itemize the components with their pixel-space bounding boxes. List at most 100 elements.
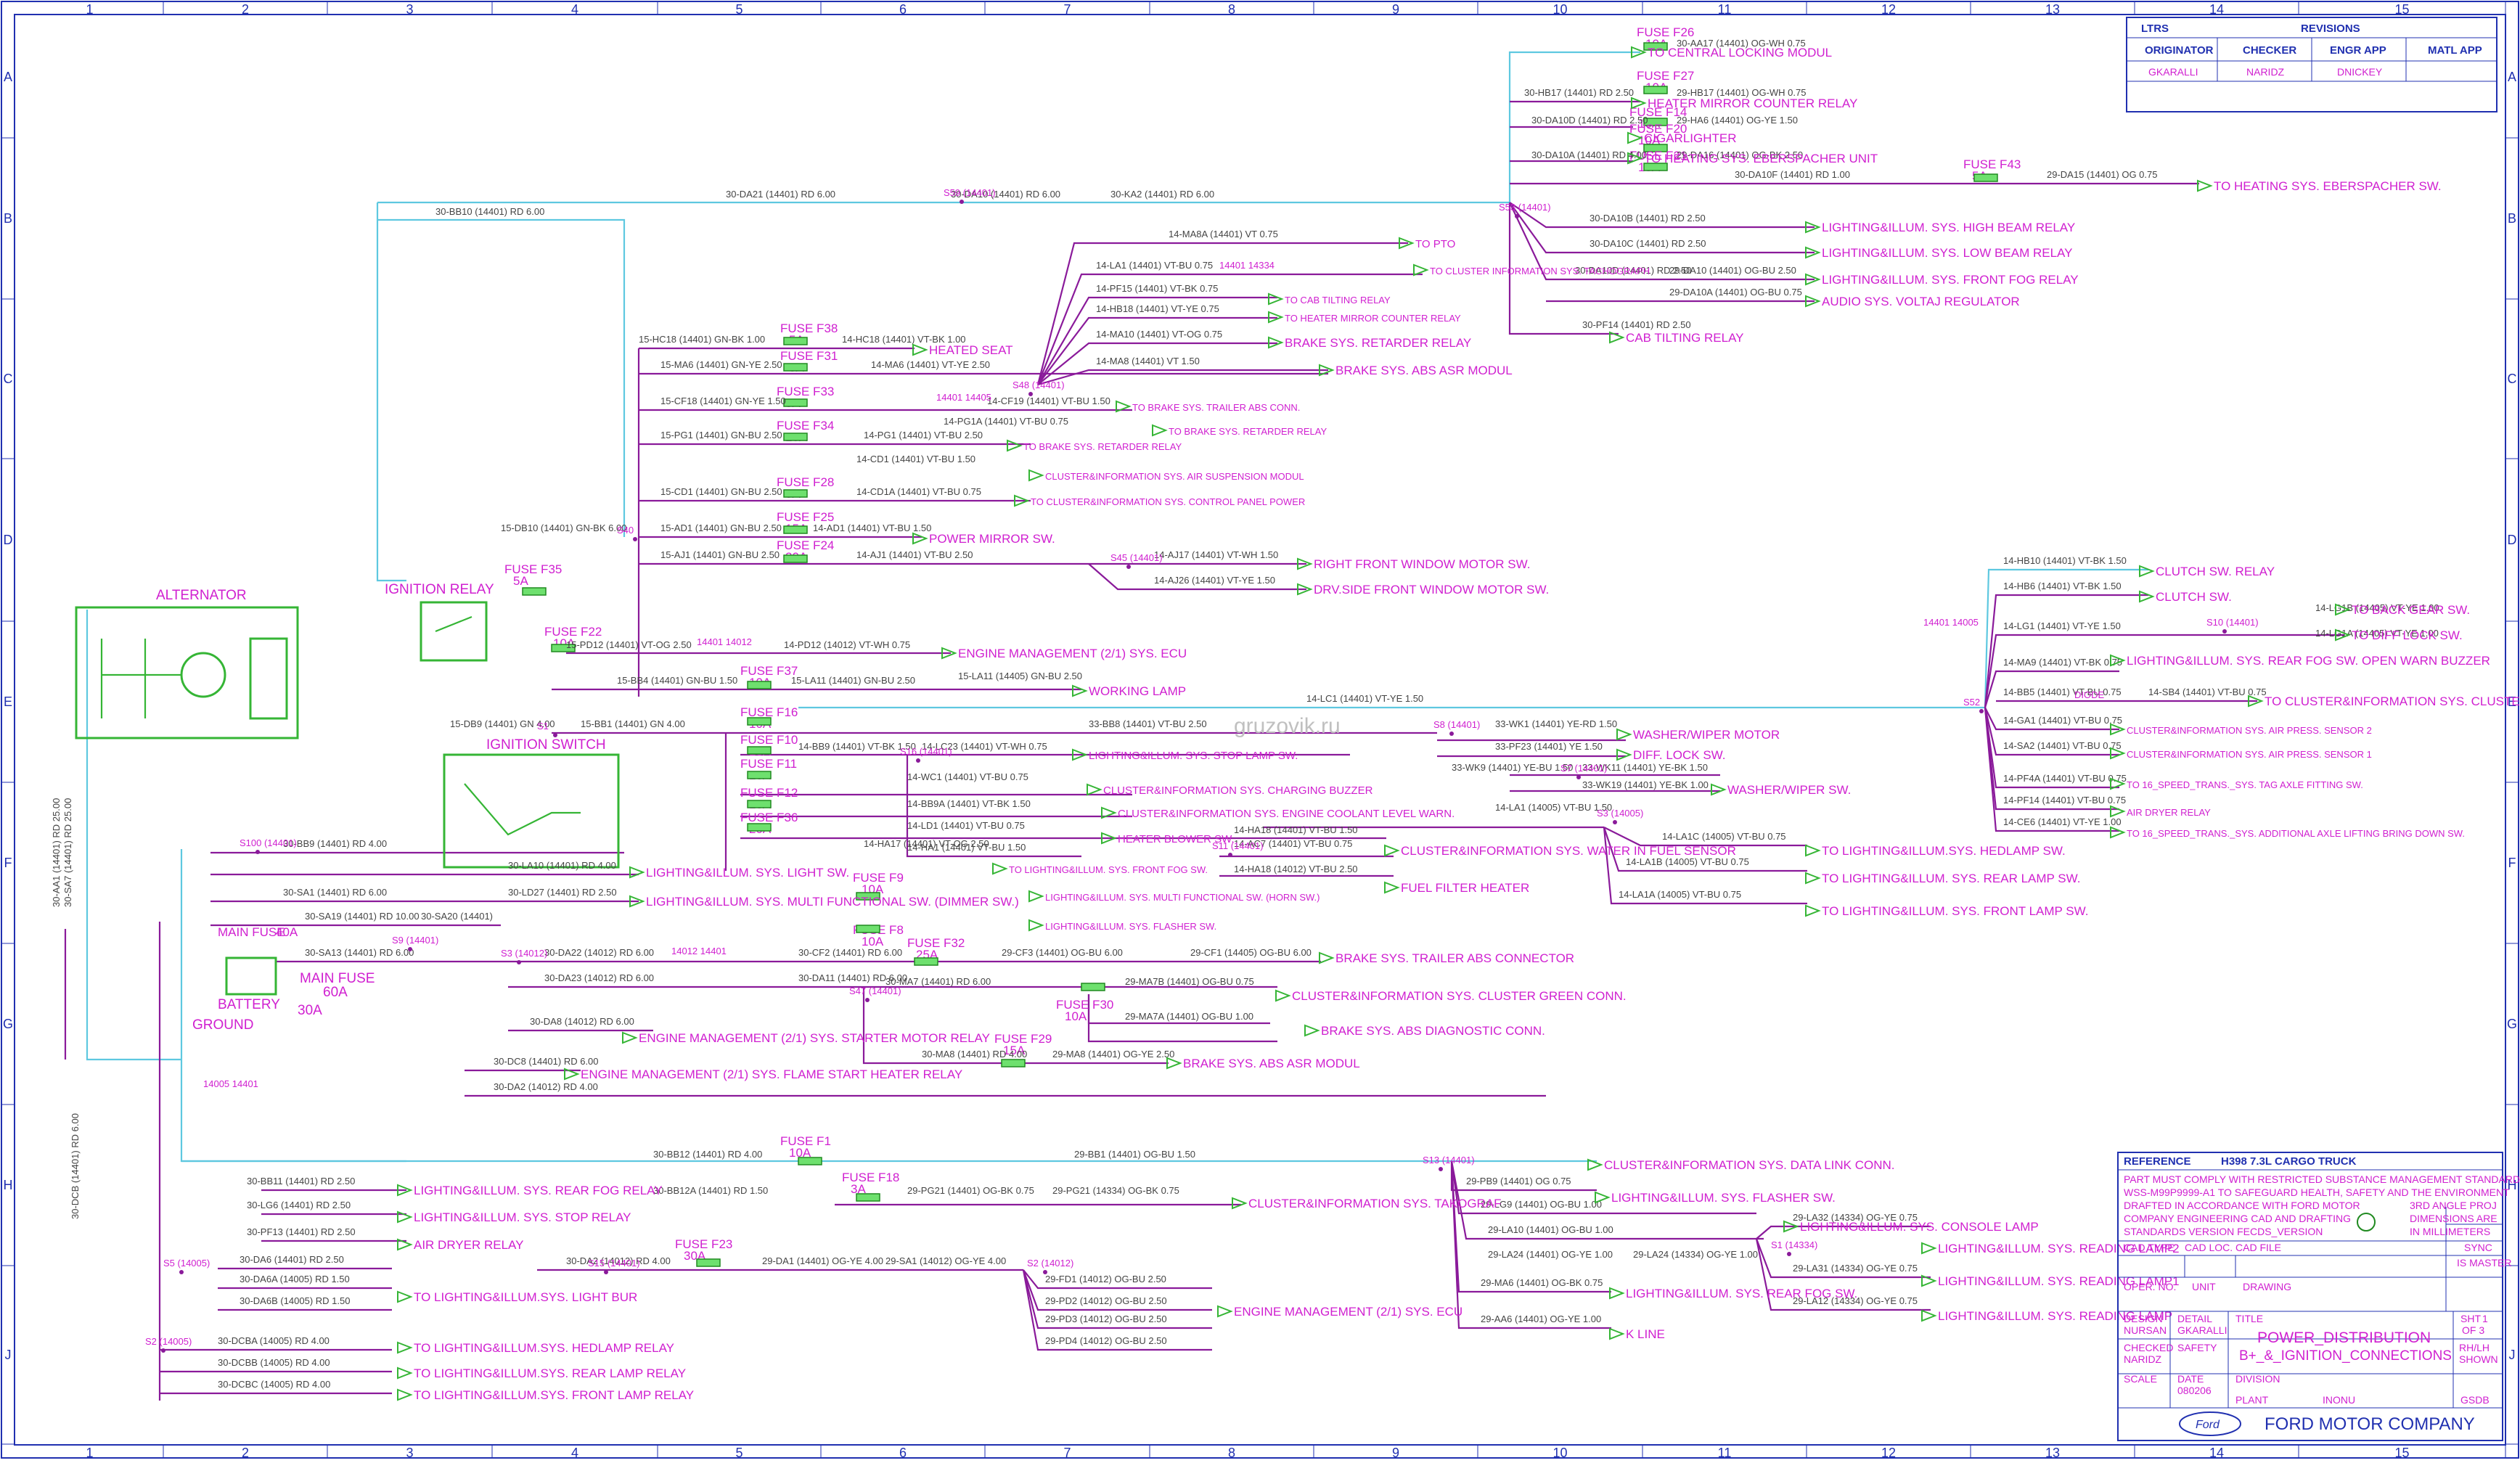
design-value: NURSAN <box>2124 1324 2167 1336</box>
fuse-symbol-icon <box>747 681 772 689</box>
fuse-name: FUSE F43 <box>1963 157 2021 171</box>
grid-column-label: 2 <box>242 2 249 17</box>
destination-label: CIGARLIGHTER <box>1644 131 1737 145</box>
circuit-code: 14-BB9 (14401) VT-BK 1.50 <box>798 741 916 752</box>
arrow-icon <box>1609 331 1625 344</box>
battery: BATTERY GROUND MAIN FUSE 60A 30A MAIN FU… <box>192 925 375 1033</box>
division-label: DIVISION <box>2235 1373 2280 1385</box>
splice-label: S16 (14401) <box>900 746 952 757</box>
grid-row-label: C <box>4 372 13 386</box>
fuse-name: FUSE F18 <box>842 1171 899 1184</box>
circuit-code: 14-LA1B (14005) VT-BU 0.75 <box>1626 856 1749 867</box>
circuit-code: 14-HB6 (14401) VT-BK 1.50 <box>2003 581 2122 591</box>
arrow-icon <box>397 1238 413 1251</box>
splice-dot-icon <box>1126 565 1131 569</box>
splice-label: S100 (14401) <box>240 837 297 848</box>
circuit-code: 14-MA9 (14401) VT-BK 0.75 <box>2003 657 2122 668</box>
grid-column-label: 2 <box>242 1446 249 1459</box>
grid-column-label: 1 <box>86 2 93 17</box>
destination: TO 16_SPEED_TRANS._SYS. TAG AXLE FITTING… <box>2110 777 2363 790</box>
destination-label: TO LIGHTING&ILLUM.SYS. FRONT LAMP RELAY <box>414 1388 694 1402</box>
circuit-code: 33-WK11 (14401) YE-BK 1.50 <box>1582 762 1708 773</box>
destination: TO BRAKE SYS. TRAILER ABS CONN. <box>1116 400 1300 413</box>
circuit-code: 14-HA1 (14401) VT-BU 1.50 <box>907 842 1026 853</box>
destination-label: LIGHTING&ILLUM. SYS. HIGH BEAM RELAY <box>1822 221 2075 234</box>
circuit-code: 14-PF4A (14401) VT-BU 0.75 <box>2003 773 2127 784</box>
circuit-code: 30-HB17 (14401) RD 2.50 <box>1524 87 1634 98</box>
main-fuse-small-rating: 40A <box>276 925 298 939</box>
engr-app-label: ENGR APP <box>2330 44 2386 57</box>
splice-label: S10 (14401) <box>2206 617 2259 628</box>
destination: TO CLUSTER INFORMATION SYS. TACHOGRAPH <box>1413 263 1650 276</box>
splice-dot-icon <box>161 1348 165 1353</box>
splice-dot-icon <box>1515 214 1519 218</box>
fuse-name: FUSE F23 <box>675 1237 732 1251</box>
circuit-code: 29-DA10 (14401) OG-BU 2.50 <box>1669 265 1796 276</box>
destination-label: LIGHTING&ILLUM. SYS. FRONT FOG RELAY <box>1822 273 2079 287</box>
plant-value: INONU <box>2323 1394 2355 1406</box>
grid-column-label: 6 <box>899 2 907 17</box>
drawing-subtitle: B+_&_IGNITION_CONNECTIONS <box>2239 1348 2452 1364</box>
destination: TO LIGHTING&ILLUM. SYS. REAR LAMP SW. <box>1805 872 2080 885</box>
circuit-code: 14-PF14 (14401) VT-BU 0.75 <box>2003 795 2126 806</box>
ford-logo-icon <box>2179 1411 2241 1436</box>
fuse-name: FUSE F29 <box>994 1032 1052 1046</box>
arrow-icon <box>1921 1242 1937 1255</box>
fuse-name: FUSE F26 <box>1637 25 1694 39</box>
destination: TO HEATING SYS. EBERSPACHER SW. <box>2197 179 2442 193</box>
destination: POWER MIRROR SW. <box>912 532 1055 546</box>
destination-label: HEATED SEAT <box>929 343 1013 357</box>
circuit-code: 14-AJ17 (14401) VT-WH 1.50 <box>1154 549 1278 560</box>
circuit-code: 14-LA1 (14401) VT-BU 0.75 <box>1096 260 1213 271</box>
grid-column-label: 4 <box>571 2 578 17</box>
destination-label: TO 16_SPEED_TRANS._SYS. TAG AXLE FITTING… <box>2127 779 2363 790</box>
fuse: FUSE F315A <box>780 349 838 374</box>
grid-column-label: 1 <box>86 1446 93 1459</box>
destination-label: LIGHTING&ILLUM. SYS. STOP RELAY <box>414 1210 631 1224</box>
fuse-symbol-icon <box>1643 163 1668 171</box>
splice-dot-icon <box>255 850 260 854</box>
arrow-icon <box>1805 872 1821 885</box>
circuit-code: 15-AJ1 (14401) GN-BU 2.50 <box>660 549 780 560</box>
destination-label: TO BRAKE SYS. RETARDER RELAY <box>1023 441 1182 452</box>
destination-label: CLUSTER&INFORMATION SYS. AIR SUSPENSION … <box>1045 471 1304 482</box>
destination: ENGINE MANAGEMENT (2/1) SYS. ECU <box>941 647 1187 660</box>
destination-label: TO LIGHTING&ILLUM.SYS. LIGHT BUR <box>414 1290 637 1304</box>
fuse-name: FUSE F37 <box>740 664 798 678</box>
fuse-symbol-icon <box>747 823 772 832</box>
destination: LIGHTING&ILLUM. SYS. REAR FOG RELAY <box>397 1184 663 1197</box>
arrow-icon <box>2248 694 2264 708</box>
splice-dot-icon <box>633 537 637 541</box>
splices: S59 (14401)S53 (14401)S48 (14401)S40S45 … <box>145 187 2259 1353</box>
ignition-switch-label: IGNITION SWITCH <box>486 737 606 753</box>
fuse-symbol-icon <box>551 644 576 652</box>
arrow-icon <box>2110 723 2126 736</box>
fuse-symbol-icon <box>783 489 808 498</box>
circuit-code: 30-BB10 (14401) RD 6.00 <box>435 206 544 217</box>
destination: BRAKE SYS. TRAILER ABS CONNECTOR <box>1319 951 1574 965</box>
ford-logo-text: Ford <box>2196 1419 2220 1431</box>
splice-label: S5 (14005) <box>163 1258 210 1269</box>
destination: WASHER/WIPER MOTOR <box>1616 728 1780 742</box>
destination: CLUSTER&INFORMATION SYS. AIR SUSPENSION … <box>1028 469 1304 482</box>
circuit-code: 15-LA11 (14405) GN-BU 2.50 <box>958 671 1082 681</box>
fuse-name: FUSE F22 <box>544 625 602 639</box>
fuse-rating: 10A <box>862 935 884 948</box>
destination: CLUTCH SW. RELAY <box>2139 565 2275 578</box>
destination-label: TO PTO <box>1415 238 1455 250</box>
destination: LIGHTING&ILLUM. SYS. CONSOLE LAMP <box>1783 1220 2039 1234</box>
splice-dot-icon <box>1787 1252 1791 1256</box>
destination-label: TO LIGHTING&ILLUM.SYS. REAR LAMP RELAY <box>414 1366 686 1380</box>
destination: LIGHTING&ILLUM. SYS. STOP LAMP SW. <box>1072 748 1298 762</box>
destination: LIGHTING&ILLUM. SYS. READING LAMP2 <box>1921 1242 2180 1255</box>
destination: TO 16_SPEED_TRANS._SYS. ADDITIONAL AXLE … <box>2110 826 2465 839</box>
splice-label: S1 (14334) <box>1771 1239 1817 1250</box>
grid-column-label: 6 <box>899 1446 907 1459</box>
splice-dot-icon <box>865 998 870 1002</box>
destination-label: LIGHTING&ILLUM. SYS. MULTI FUNCTIONAL SW… <box>646 895 1019 909</box>
splice-dot-icon <box>916 758 920 763</box>
splice-dot-icon <box>1439 1167 1443 1171</box>
connector-label: DIODE <box>2074 689 2105 700</box>
arrow-icon <box>1028 469 1044 482</box>
